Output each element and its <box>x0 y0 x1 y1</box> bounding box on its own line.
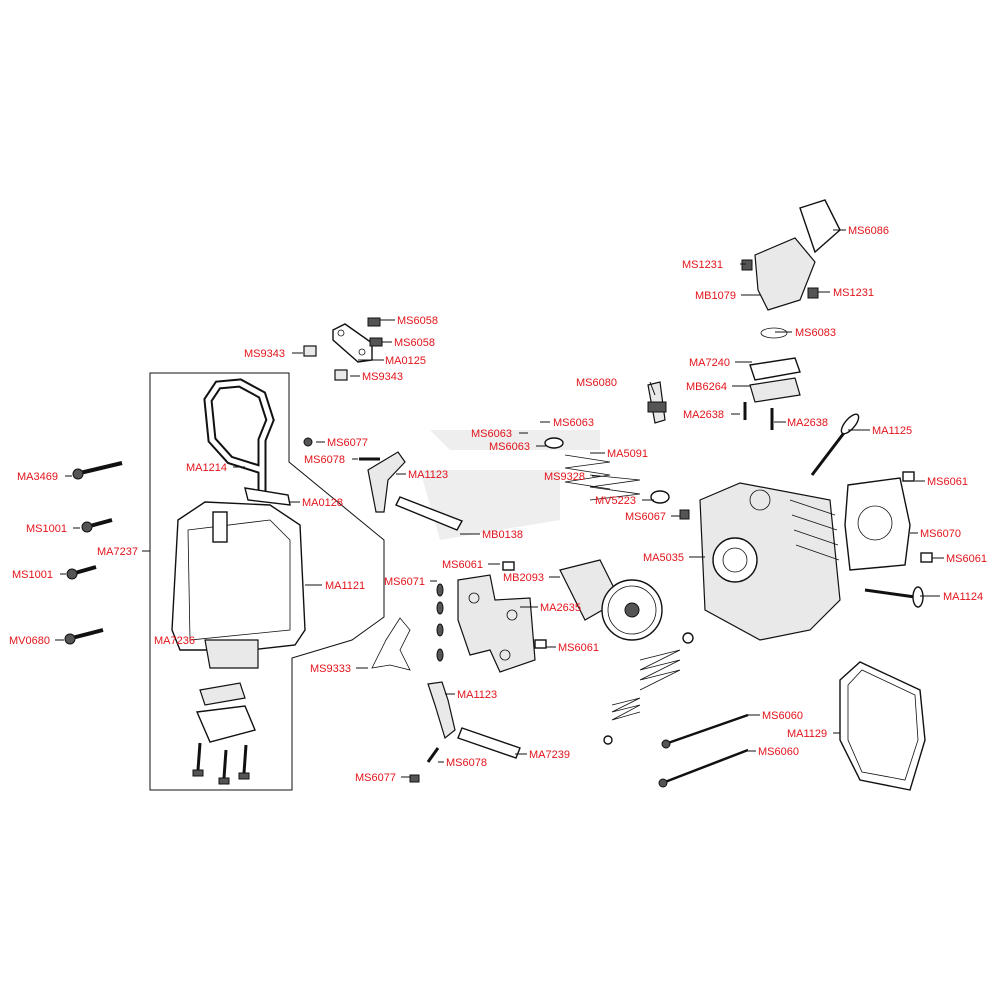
leader-lines <box>55 229 944 778</box>
label-ma3469[interactable]: MA3469 <box>17 471 58 483</box>
label-ma7240[interactable]: MA7240 <box>689 357 730 369</box>
label-ma0128[interactable]: MA0128 <box>302 497 343 509</box>
label-ma5091[interactable]: MA5091 <box>607 448 648 460</box>
label-ma1121[interactable]: MA1121 <box>325 580 365 592</box>
cylinder-head <box>699 482 841 641</box>
ma7240-gasket <box>749 357 801 381</box>
ma2635-holder <box>457 574 536 673</box>
valves <box>810 413 924 608</box>
label-mb2093[interactable]: MB2093 <box>503 572 544 584</box>
label-ms6078-bottom[interactable]: MS6078 <box>446 757 487 769</box>
label-ma1123-top[interactable]: MA1123 <box>408 469 448 481</box>
label-ms6061-top-right[interactable]: MS6061 <box>927 476 968 488</box>
reed-housing <box>195 705 256 743</box>
valve-cover-group <box>149 372 385 791</box>
label-ms1231-right[interactable]: MS1231 <box>833 287 874 299</box>
label-ma7237[interactable]: MA7237 <box>97 546 138 558</box>
label-ma2638-left[interactable]: MA2638 <box>683 409 724 421</box>
studs <box>658 713 749 788</box>
label-ms6067[interactable]: MS6067 <box>625 511 666 523</box>
ma7239-shaft <box>457 727 521 759</box>
label-mb1079[interactable]: MB1079 <box>695 290 736 302</box>
label-ma7236[interactable]: MA7236 <box>154 635 195 647</box>
ma7236-breather <box>204 639 259 669</box>
label-ms1001-top[interactable]: MS1001 <box>26 523 67 535</box>
label-ma1129[interactable]: MA1129 <box>787 728 827 740</box>
label-mv5223[interactable]: MV5223 <box>595 495 636 507</box>
label-ms6077-top[interactable]: MS6077 <box>327 437 368 449</box>
label-ms6060-top[interactable]: MS6060 <box>762 710 803 722</box>
label-ma0125[interactable]: MA0125 <box>385 355 426 367</box>
label-ms6060-bottom[interactable]: MS6060 <box>758 746 799 758</box>
label-ma1125[interactable]: MA1125 <box>872 425 912 437</box>
valve-springs <box>544 437 694 745</box>
label-mb6264[interactable]: MB6264 <box>686 381 727 393</box>
label-ma2638-right[interactable]: MA2638 <box>787 417 828 429</box>
cam-holder-group <box>371 561 547 673</box>
label-ms6070[interactable]: MS6070 <box>920 528 961 540</box>
label-ma1214[interactable]: MA1214 <box>186 462 227 474</box>
mb0138-shaft <box>395 496 464 531</box>
cover-bolts <box>192 742 250 785</box>
label-ms1231-left[interactable]: MS1231 <box>682 259 723 271</box>
mb1079-manifold <box>754 237 816 311</box>
label-ms6063-mid[interactable]: MS6063 <box>471 428 512 440</box>
label-ms9343-left[interactable]: MS9343 <box>244 348 285 360</box>
left-bolts <box>64 461 123 645</box>
label-mv0680[interactable]: MV0680 <box>9 635 50 647</box>
label-ms6077-bottom[interactable]: MS6077 <box>355 772 396 784</box>
label-ma1123-bottom[interactable]: MA1123 <box>457 689 497 701</box>
ma0128-gasket <box>244 487 291 506</box>
label-mb0138[interactable]: MB0138 <box>482 529 523 541</box>
label-ms9333[interactable]: MS9333 <box>310 663 351 675</box>
label-ma1124[interactable]: MA1124 <box>943 591 983 603</box>
reed-plate <box>199 682 246 706</box>
label-ms6086[interactable]: MS6086 <box>848 225 889 237</box>
label-ma5035[interactable]: MA5035 <box>643 552 684 564</box>
spark-plug <box>647 381 667 424</box>
ma1123-rocker-top <box>367 451 406 513</box>
label-ms9328[interactable]: MS9328 <box>544 471 585 483</box>
rocker-group <box>303 437 521 783</box>
label-ms6078-top[interactable]: MS6078 <box>304 454 345 466</box>
mb6264-spacer <box>749 377 801 403</box>
ms6086-clamp <box>799 199 841 254</box>
label-ms6061-low[interactable]: MS6061 <box>558 642 599 654</box>
label-ms1001-bottom[interactable]: MS1001 <box>12 569 53 581</box>
label-ms6058-bottom[interactable]: MS6058 <box>394 337 435 349</box>
label-ms6061-right[interactable]: MS6061 <box>946 553 987 565</box>
ms9333-clip <box>371 617 411 671</box>
label-ms6063-low[interactable]: MS6063 <box>489 441 530 453</box>
ma1129-gasket <box>839 661 926 791</box>
intake-group <box>741 199 841 430</box>
ma0125-plate <box>332 323 373 363</box>
label-ms6071[interactable]: MS6071 <box>384 576 425 588</box>
ms6071-dowels <box>436 583 444 662</box>
label-ms6058-top[interactable]: MS6058 <box>397 315 438 327</box>
label-ms6080[interactable]: MS6080 <box>576 377 617 389</box>
label-ma7239[interactable]: MA7239 <box>529 749 570 761</box>
part-labels: MS6086 MS1231 MS1231 MB1079 MS6083 MA724… <box>9 225 987 784</box>
ma1121-valve-cover <box>171 501 306 651</box>
ma1123-rocker-bottom <box>427 681 456 740</box>
label-ms6083[interactable]: MS6083 <box>795 327 836 339</box>
ms6070-gasket <box>844 477 911 571</box>
label-ms6061-mid[interactable]: MS6061 <box>442 559 483 571</box>
label-ma2635[interactable]: MA2635 <box>540 602 581 614</box>
label-ms6063-top[interactable]: MS6063 <box>553 417 594 429</box>
manifold-plate-group <box>303 317 383 381</box>
label-ms9343-bottom[interactable]: MS9343 <box>362 371 403 383</box>
camshaft <box>559 559 663 641</box>
head-gasket-group <box>839 471 933 791</box>
